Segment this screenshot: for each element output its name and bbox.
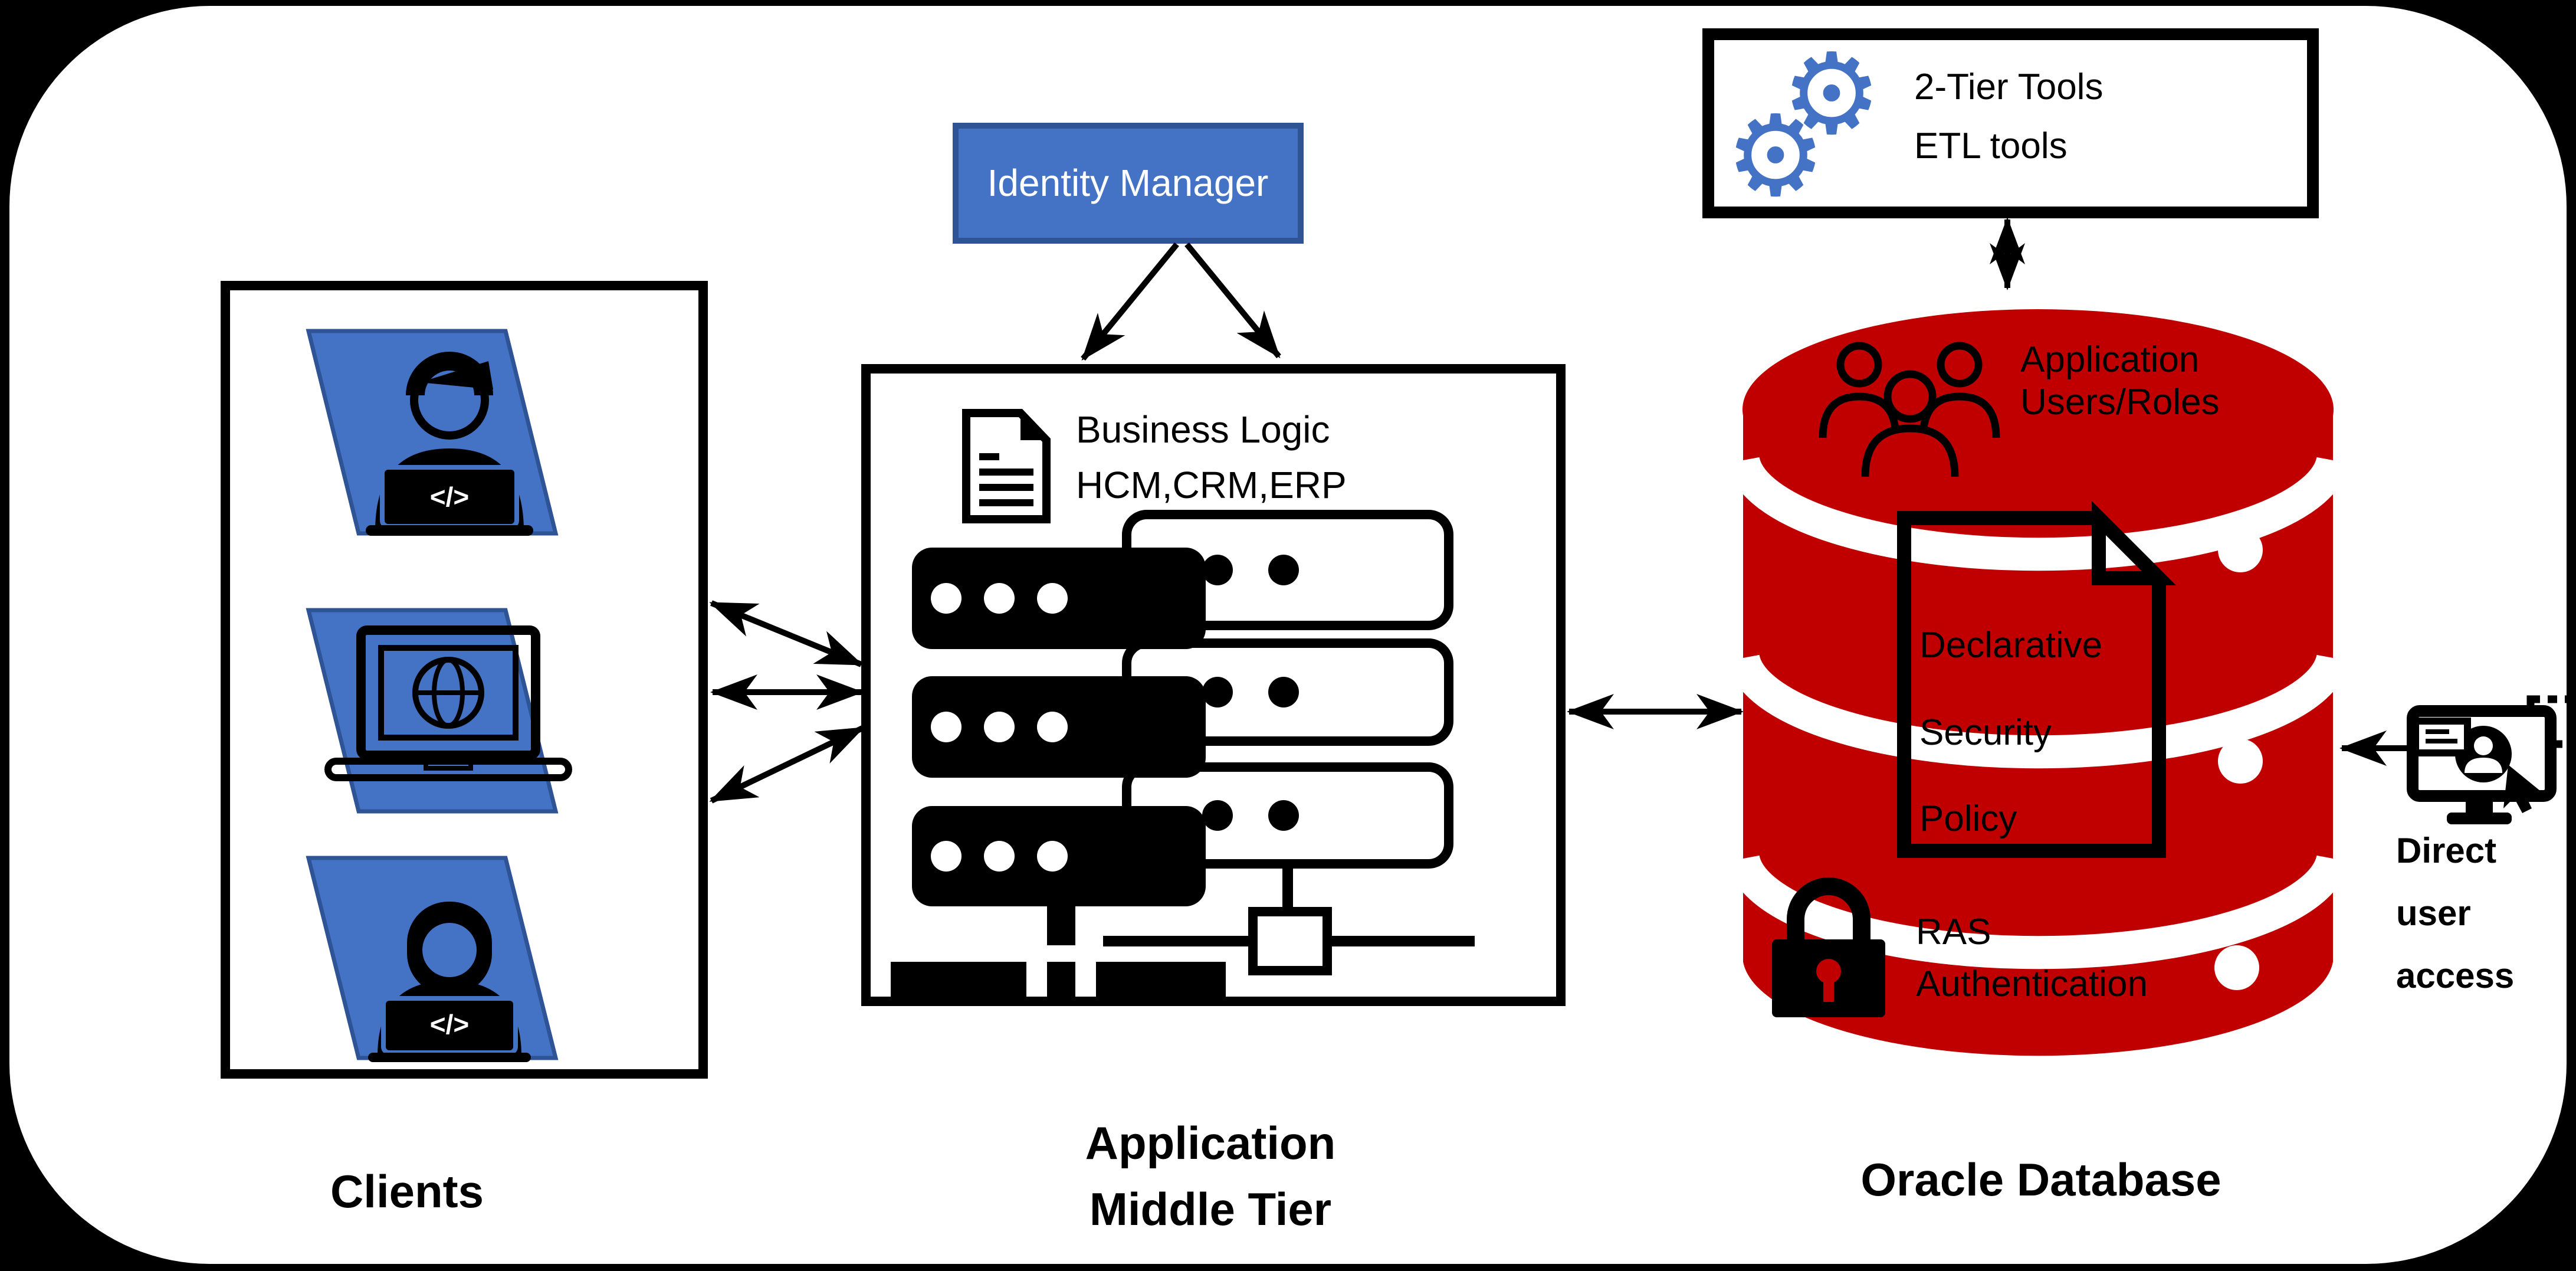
disk-dot <box>2218 739 2263 784</box>
arrow-im-to-mt-right <box>1184 242 1281 359</box>
client-developer2-icon: </> <box>306 856 559 1062</box>
disk-dot <box>2214 945 2259 990</box>
gear-icon: ⚙ <box>1781 32 1882 157</box>
oracle-database-cylinder: Application Users/Roles Declarative Secu… <box>1727 309 2349 1056</box>
policy-line2: Security <box>1919 712 2052 753</box>
direct-access-icon <box>2407 695 2576 824</box>
disk-dot <box>2218 528 2263 572</box>
identity-manager-label: Identity Manager <box>987 162 1269 204</box>
business-logic-line2: HCM,CRM,ERP <box>1076 464 1347 506</box>
direct-access-line2: user <box>2396 893 2471 933</box>
db-top-line1: Application <box>2020 339 2199 380</box>
code-glyph: </> <box>430 481 470 512</box>
middle-tier-box: Business Logic HCM,CRM,ERP <box>861 364 1566 1006</box>
middle-tier-label-line1: Application <box>1085 1117 1336 1169</box>
users-icon <box>1819 342 2000 477</box>
db-top-line2: Users/Roles <box>2020 382 2220 422</box>
direct-access-line1: Direct <box>2396 831 2496 870</box>
lock-icon <box>1772 877 1885 1017</box>
document-icon <box>962 409 1051 523</box>
arrow-clients-mt-1 <box>709 600 864 667</box>
arrow-clients-mt-3 <box>709 725 865 804</box>
clients-box: </> </> <box>221 281 708 1079</box>
client-developer-icon: </> <box>306 329 559 536</box>
business-logic-line1: Business Logic <box>1076 408 1330 451</box>
middle-tier-label-line2: Middle Tier <box>1090 1183 1331 1235</box>
oracle-database-label: Oracle Database <box>1860 1154 2221 1206</box>
arrow-im-to-mt-left <box>1081 242 1179 361</box>
code-glyph: </> <box>430 1009 470 1040</box>
tools-line2: ETL tools <box>1914 126 2068 166</box>
ras-line1: RAS <box>1916 912 1991 952</box>
ras-line2: Authentication <box>1916 964 2148 1004</box>
cursor-icon <box>2503 765 2540 813</box>
tools-box: ⚙ ⚙ 2-Tier Tools ETL tools <box>1702 28 2319 219</box>
gear-icon: ⚙ <box>1725 94 1826 219</box>
policy-line1: Declarative <box>1919 625 2102 666</box>
identity-manager-box: Identity Manager <box>953 123 1304 244</box>
tools-line1: 2-Tier Tools <box>1914 67 2103 107</box>
client-browser-icon <box>306 608 572 814</box>
policy-document-icon <box>1897 501 2176 858</box>
direct-access-line3: access <box>2396 956 2514 995</box>
clients-label: Clients <box>330 1165 484 1217</box>
policy-line3: Policy <box>1919 798 2017 839</box>
server-stack-icon <box>891 510 1475 998</box>
